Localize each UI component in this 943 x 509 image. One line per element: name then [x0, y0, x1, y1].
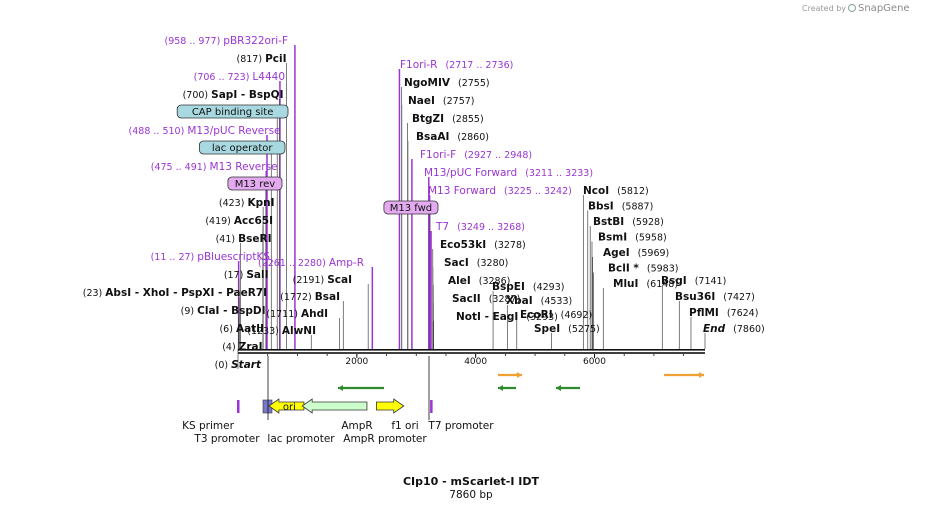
- site-label-bstbi: BstBI(5928): [593, 216, 664, 228]
- orf-arrowhead-icon: [556, 385, 561, 391]
- feature-box-label-cap-binding-site: CAP binding site: [192, 107, 274, 118]
- site-label-ahdi: (1711) AhdI: [266, 308, 328, 320]
- site-label-btgzi: BtgZI(2855): [412, 113, 484, 125]
- site-label-sali: (17) SalI: [224, 269, 269, 281]
- site-label-alei: AleI(3286): [448, 275, 510, 287]
- site-label-bspei: BspEI(4293): [492, 281, 564, 293]
- site-label-start: (0) Start: [215, 359, 262, 371]
- site-label-ncoi: NcoI(5812): [583, 185, 649, 197]
- site-label-bseri: (41) BseRI: [216, 233, 272, 245]
- below-label-ks-primer: KS primer: [182, 420, 234, 432]
- backbone-bottom-strand: [238, 352, 705, 354]
- site-label-zrai: (4) ZraI: [222, 341, 262, 353]
- site-label-m13-puc-forward: M13/pUC Forward(3211 .. 3233): [424, 167, 593, 179]
- site-label-aatii: (6) AatII: [219, 323, 264, 335]
- site-label-spei: SpeI(5275): [534, 323, 600, 335]
- map-title: CIp10 - mScarlet-I IDT: [403, 475, 540, 488]
- site-label-bsmi: BsmI(5958): [598, 232, 667, 244]
- snapgene-logo-icon: [847, 3, 857, 13]
- site-label-naei: NaeI(2757): [408, 95, 475, 107]
- site-label-kpni: (423) KpnI: [219, 197, 275, 209]
- feature-arrow-f1-ori: [376, 398, 405, 414]
- axis-tick-label: 6000: [583, 357, 606, 367]
- axis-tick-label: 2000: [345, 357, 368, 367]
- below-label-ampr-promoter: AmpR promoter: [343, 433, 427, 445]
- site-label-bsai: (1772) BsaI: [280, 291, 340, 303]
- orf-arrowhead-icon: [699, 372, 704, 378]
- site-label-alwni: (1233) AlwNI: [247, 325, 316, 337]
- site-label-mlui: MluI(6148): [613, 278, 678, 290]
- site-label-clai-bspdi: (9) ClaI - BspDI: [181, 305, 266, 317]
- site-label-agei: AgeI(5969): [603, 247, 669, 259]
- site-label-bsgi: BsgI(7141): [661, 275, 726, 287]
- feature-box-m13-rev: [227, 176, 283, 191]
- site-label-bbsi: BbsI(5887): [588, 201, 653, 213]
- site-label-scai: (2191) ScaI: [293, 274, 352, 286]
- site-label-xbai: XbaI(4533): [506, 295, 572, 307]
- site-label-ecori: EcoRI(4692): [520, 309, 592, 321]
- site-label-bsaai: BsaAI(2860): [416, 131, 489, 143]
- watermark-brand: SnapGene: [858, 3, 910, 14]
- site-label-saci: SacI(3280): [444, 257, 508, 269]
- site-label-f1ori-r: F1ori-R(2717 .. 2736): [400, 59, 513, 71]
- site-label-pcii: (817) PciI: [236, 53, 286, 65]
- site-label-pflmi: PflMI(7624): [689, 307, 758, 319]
- site-label-f1ori-f: F1ori-F(2927 .. 2948): [420, 149, 532, 161]
- watermark-created-by: Created by: [802, 4, 846, 13]
- feature-box-m13-fwd: [383, 200, 439, 215]
- site-label-amp-r: (2261 .. 2280) Amp-R: [258, 257, 364, 269]
- feature-arrow-ampr: [301, 398, 368, 414]
- site-label-m13-forward: M13 Forward(3225 .. 3242): [428, 185, 572, 197]
- backbone-top-strand: [238, 349, 705, 351]
- site-label-bcli: BclI *(5983): [608, 263, 678, 275]
- below-label-t3-promoter: T3 promoter: [193, 433, 260, 445]
- site-label-eco53ki: Eco53kI(3278): [440, 239, 526, 251]
- site-label-pbr322ori-f: (958 .. 977) pBR322ori-F: [165, 35, 288, 47]
- site-label-l4440: (706 .. 723) L4440: [194, 71, 285, 83]
- site-label-sacii: SacII(3287): [452, 293, 520, 305]
- backbone-layer: 2000 4000 6000: [238, 349, 705, 367]
- primer-mark: [430, 400, 433, 413]
- feature-box-label-m13-rev: M13 rev: [235, 179, 276, 190]
- below-label-lac-promoter: lac promoter: [267, 433, 335, 445]
- site-label-bsu36i: Bsu36I(7427): [675, 291, 755, 303]
- feature-box-label-m13-fwd: M13 fwd: [390, 203, 432, 214]
- feature-box-label-lac-operator: lac operator: [212, 143, 273, 154]
- below-label-ampr: AmpR: [341, 420, 372, 432]
- site-label-acc65i: (419) Acc65I: [205, 215, 273, 227]
- primer-mark: [237, 400, 240, 413]
- map-length: 7860 bp: [449, 489, 493, 501]
- orf-arrowhead-icon: [498, 385, 503, 391]
- site-label-noti-eagi: NotI - EagI(3293): [456, 311, 558, 323]
- orf-arrowhead-icon: [338, 385, 343, 391]
- site-label-t7: T7(3249 .. 3268): [435, 221, 525, 233]
- site-label-sapi-bspqi: (700) SapI - BspQI: [183, 89, 284, 101]
- site-label-m13-reverse: (475 .. 491) M13 Reverse: [151, 161, 278, 173]
- site-label-pbluescriptks: (11 .. 27) pBluescriptKS: [151, 251, 271, 263]
- feature-box-cap-binding-site: [176, 104, 289, 119]
- features-layer: ori: [237, 356, 704, 420]
- feature-box-lac-operator: [198, 140, 286, 155]
- site-label-end: End(7860): [703, 323, 765, 335]
- site-label-m13-puc-reverse: (488 .. 510) M13/pUC Reverse: [129, 125, 281, 137]
- orf-arrowhead-icon: [517, 372, 522, 378]
- site-label-ngomiv: NgoMIV(2755): [404, 77, 490, 89]
- axis-tick-label: 4000: [464, 357, 487, 367]
- feature-arrow-label-ori: ori: [283, 402, 296, 413]
- feature-arrow-ori: [268, 398, 305, 414]
- below-label-f1-ori: f1 ori: [391, 420, 418, 432]
- labels-layer: (958 .. 977) pBR322ori-F (817) PciI (706 .…: [83, 35, 765, 445]
- below-label-t7-promoter: T7 promoter: [427, 420, 494, 432]
- site-label-absi-xhoi-pspxi-paer7i: (23) AbsI - XhoI - PspXI - PaeR7I: [83, 287, 267, 299]
